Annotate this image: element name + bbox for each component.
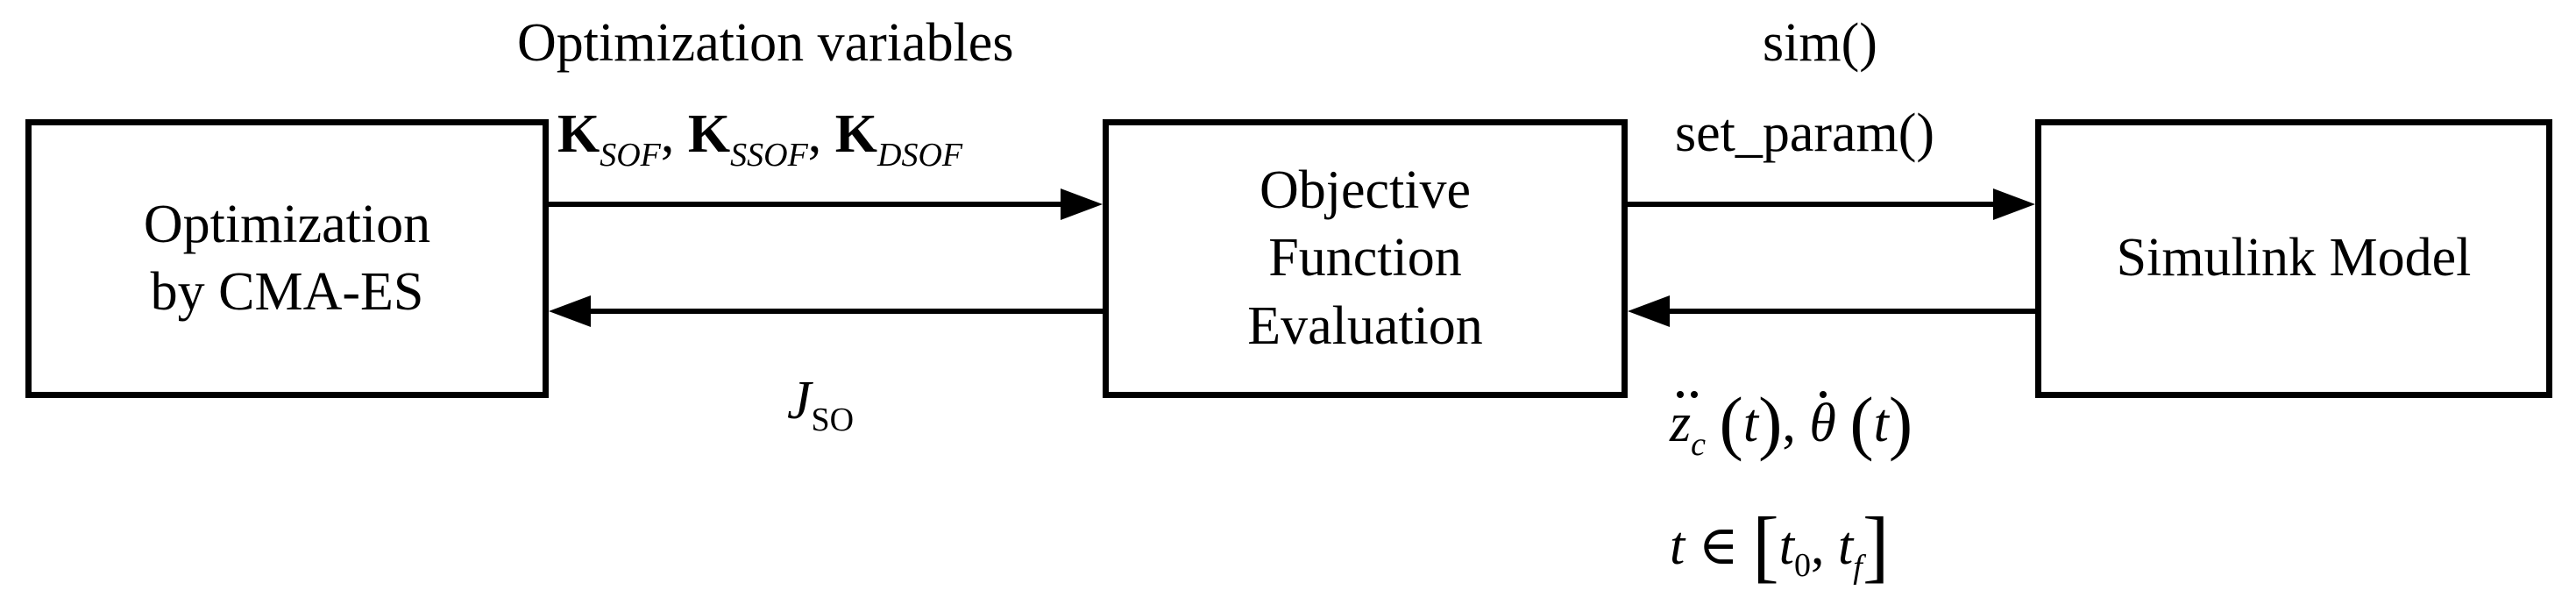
k-sof-symbol: K (557, 104, 600, 164)
paren-open-2: ( (1849, 382, 1874, 462)
optimization-variables-label: Optimization variables (517, 13, 1014, 73)
comma-1: , (660, 104, 675, 164)
z-symbol: z (1670, 391, 1699, 453)
k-dsof-symbol: K (834, 104, 878, 164)
t0-subscript: 0 (1794, 547, 1812, 584)
element-of-symbol: ∈ (1698, 516, 1739, 576)
t0-symbol: t (1778, 516, 1795, 576)
comma-4: , (1811, 516, 1825, 576)
comma-2: , (807, 104, 822, 164)
k-dsof-subscript: DSOF (877, 137, 963, 174)
theta-symbol: θ (1809, 394, 1836, 453)
signals-label: zc (t), θ (t) (1670, 381, 1912, 462)
paren-open-1: ( (1719, 382, 1743, 462)
paren-close-2: ) (1888, 382, 1913, 462)
tf-subscript: f (1853, 549, 1863, 586)
set-param-call-label: set_param() (1675, 103, 1935, 163)
t-arg-1: t (1742, 394, 1759, 453)
simulink-model-block: Simulink Model (2035, 119, 2552, 398)
arrowhead-simulink-to-objective (1628, 295, 1670, 327)
k-sof-subscript: SOF (600, 137, 661, 174)
tf-symbol: t (1838, 516, 1854, 576)
bracket-close: ] (1862, 501, 1890, 590)
time-range-label: t ∈ [t0, tf] (1670, 496, 1889, 586)
bracket-open: [ (1752, 501, 1779, 590)
arrowhead-objective-to-optimizer (549, 295, 591, 327)
simulink-model-block-label: Simulink Model (2116, 228, 2472, 288)
optimizer-block: Optimization by CMA-ES (25, 119, 549, 398)
objective-function-block-label: Objective Function Evaluation (1247, 160, 1483, 356)
objective-value-label: JSO (787, 371, 854, 437)
sim-call-label: sim() (1763, 13, 1877, 73)
j-symbol: J (787, 371, 812, 430)
comma-3: , (1782, 394, 1796, 453)
t-arg-2: t (1873, 394, 1889, 453)
paren-close-1: ) (1758, 382, 1783, 462)
k-ssof-subscript: SSOF (730, 137, 808, 174)
objective-function-block: Objective Function Evaluation (1103, 119, 1628, 398)
k-ssof-symbol: K (687, 104, 731, 164)
gain-variables-label: KSOF, KSSOF, KDSOF (557, 104, 962, 172)
j-subscript: SO (811, 402, 855, 438)
z-subscript: c (1691, 426, 1707, 463)
optimizer-block-label: Optimization by CMA-ES (143, 194, 431, 323)
arrowhead-optimizer-to-objective (1061, 188, 1103, 220)
arrowhead-objective-to-simulink (1993, 188, 2035, 220)
time-symbol: t (1670, 516, 1685, 576)
